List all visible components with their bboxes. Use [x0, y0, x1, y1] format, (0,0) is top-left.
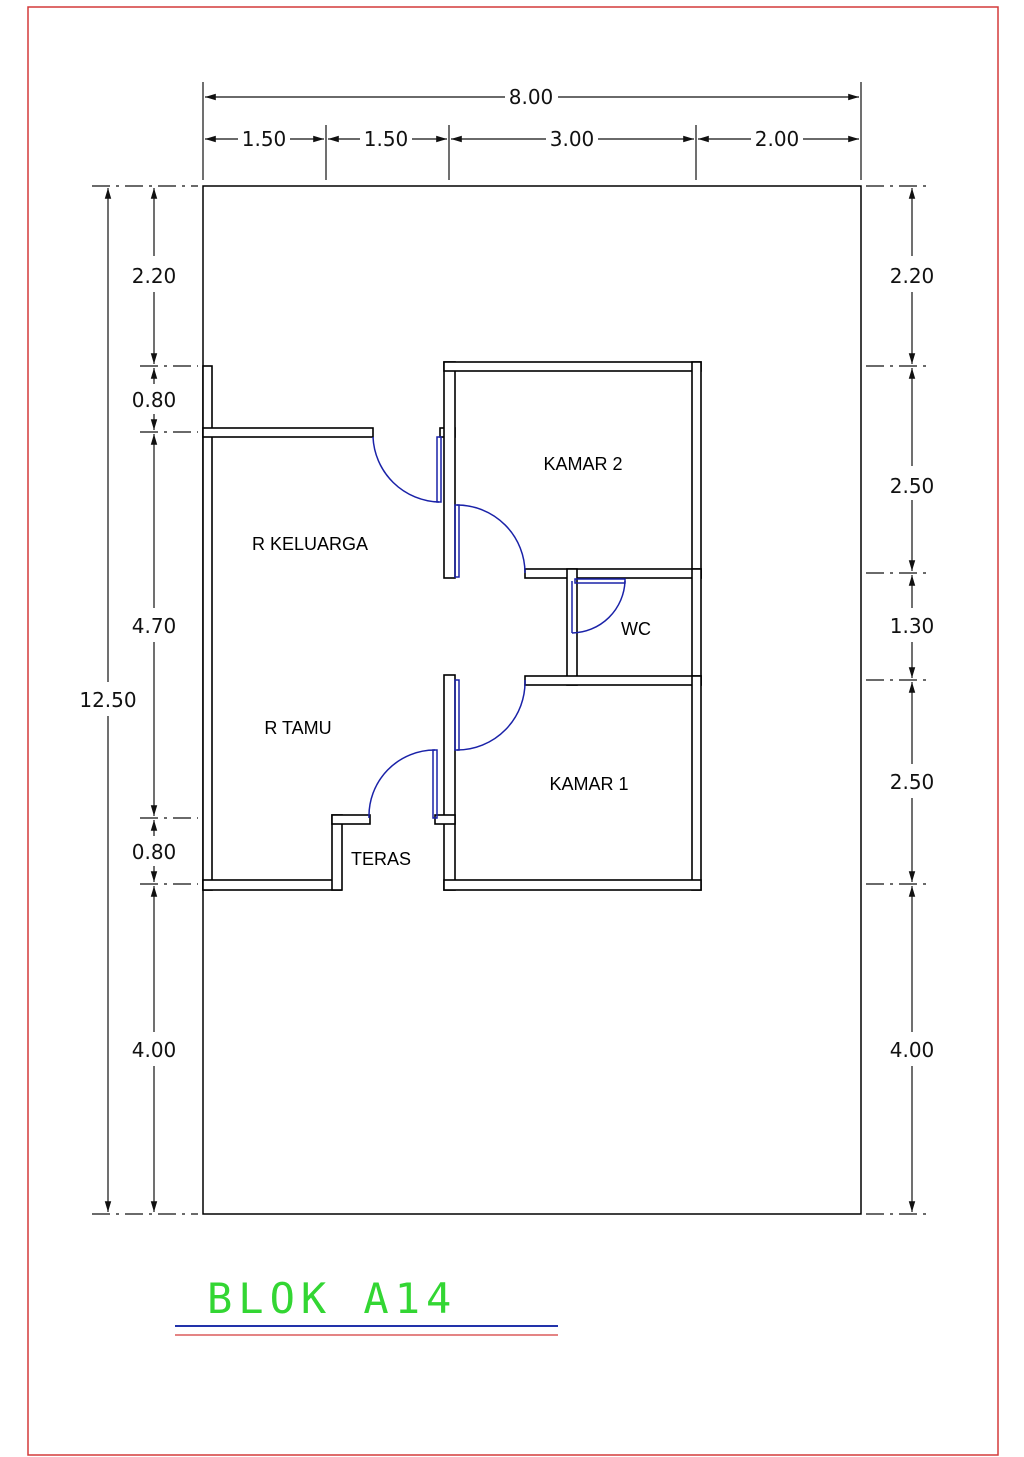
room-label-kamar1: KAMAR 1	[549, 774, 628, 794]
wall-center-upper	[443, 361, 456, 579]
wall-center-lower	[443, 674, 456, 891]
dim-right-seg-3: 1.30	[890, 614, 935, 638]
room-label-tamu: R TAMU	[264, 718, 331, 738]
wall-kamar2-south	[524, 568, 702, 579]
lot-boundary	[202, 185, 862, 1215]
dim-left-seg-1: 2.20	[132, 264, 177, 288]
wall-east-upper	[691, 361, 702, 579]
dim-top-seg-4: 2.00	[755, 127, 800, 151]
drawing-title: BLOK A14	[207, 1274, 457, 1323]
wall-kamar2-north	[443, 361, 702, 372]
room-label-teras: TERAS	[351, 849, 411, 869]
dim-left-seg-5: 4.00	[132, 1038, 177, 1062]
dim-right-seg-1: 2.20	[890, 264, 935, 288]
wall-teras-north-a	[331, 814, 371, 825]
left-dimensions	[92, 185, 198, 1215]
room-label-keluarga: R KELUARGA	[252, 534, 368, 554]
wall-east-lower	[691, 675, 702, 891]
dim-left-total: 12.50	[79, 688, 136, 712]
top-dimensions	[202, 82, 862, 180]
wall-west	[202, 365, 213, 891]
sheet-frame	[27, 6, 999, 1456]
wall-teras-north-b	[434, 814, 456, 825]
wall-teras-west	[331, 814, 343, 891]
room-label-wc: WC	[621, 619, 651, 639]
wall-south-kamar1	[443, 879, 702, 891]
dim-left-seg-4: 0.80	[132, 840, 177, 864]
dim-right-seg-2: 2.50	[890, 474, 935, 498]
doors	[368, 436, 626, 819]
right-dimensions	[866, 185, 928, 1215]
door-kamar2	[454, 504, 526, 578]
wall-north-keluarga	[202, 427, 374, 438]
dim-right-seg-4: 2.50	[890, 770, 935, 794]
door-keluarga	[372, 436, 442, 503]
dim-left-seg-3: 4.70	[132, 614, 177, 638]
door-kamar1	[454, 679, 526, 751]
dim-top-seg-2: 1.50	[364, 127, 409, 151]
room-label-kamar2: KAMAR 2	[543, 454, 622, 474]
dim-top-seg-3: 3.00	[550, 127, 595, 151]
dim-right-seg-5: 4.00	[890, 1038, 935, 1062]
wall-kamar1-north	[524, 675, 702, 686]
dim-top-total: 8.00	[509, 85, 554, 109]
dim-top-seg-1: 1.50	[242, 127, 287, 151]
dim-left-seg-2: 0.80	[132, 388, 177, 412]
door-wc	[571, 578, 626, 634]
wall-south-tamu	[202, 879, 342, 891]
wall-east-wc	[691, 568, 702, 686]
door-entrance	[368, 749, 438, 819]
